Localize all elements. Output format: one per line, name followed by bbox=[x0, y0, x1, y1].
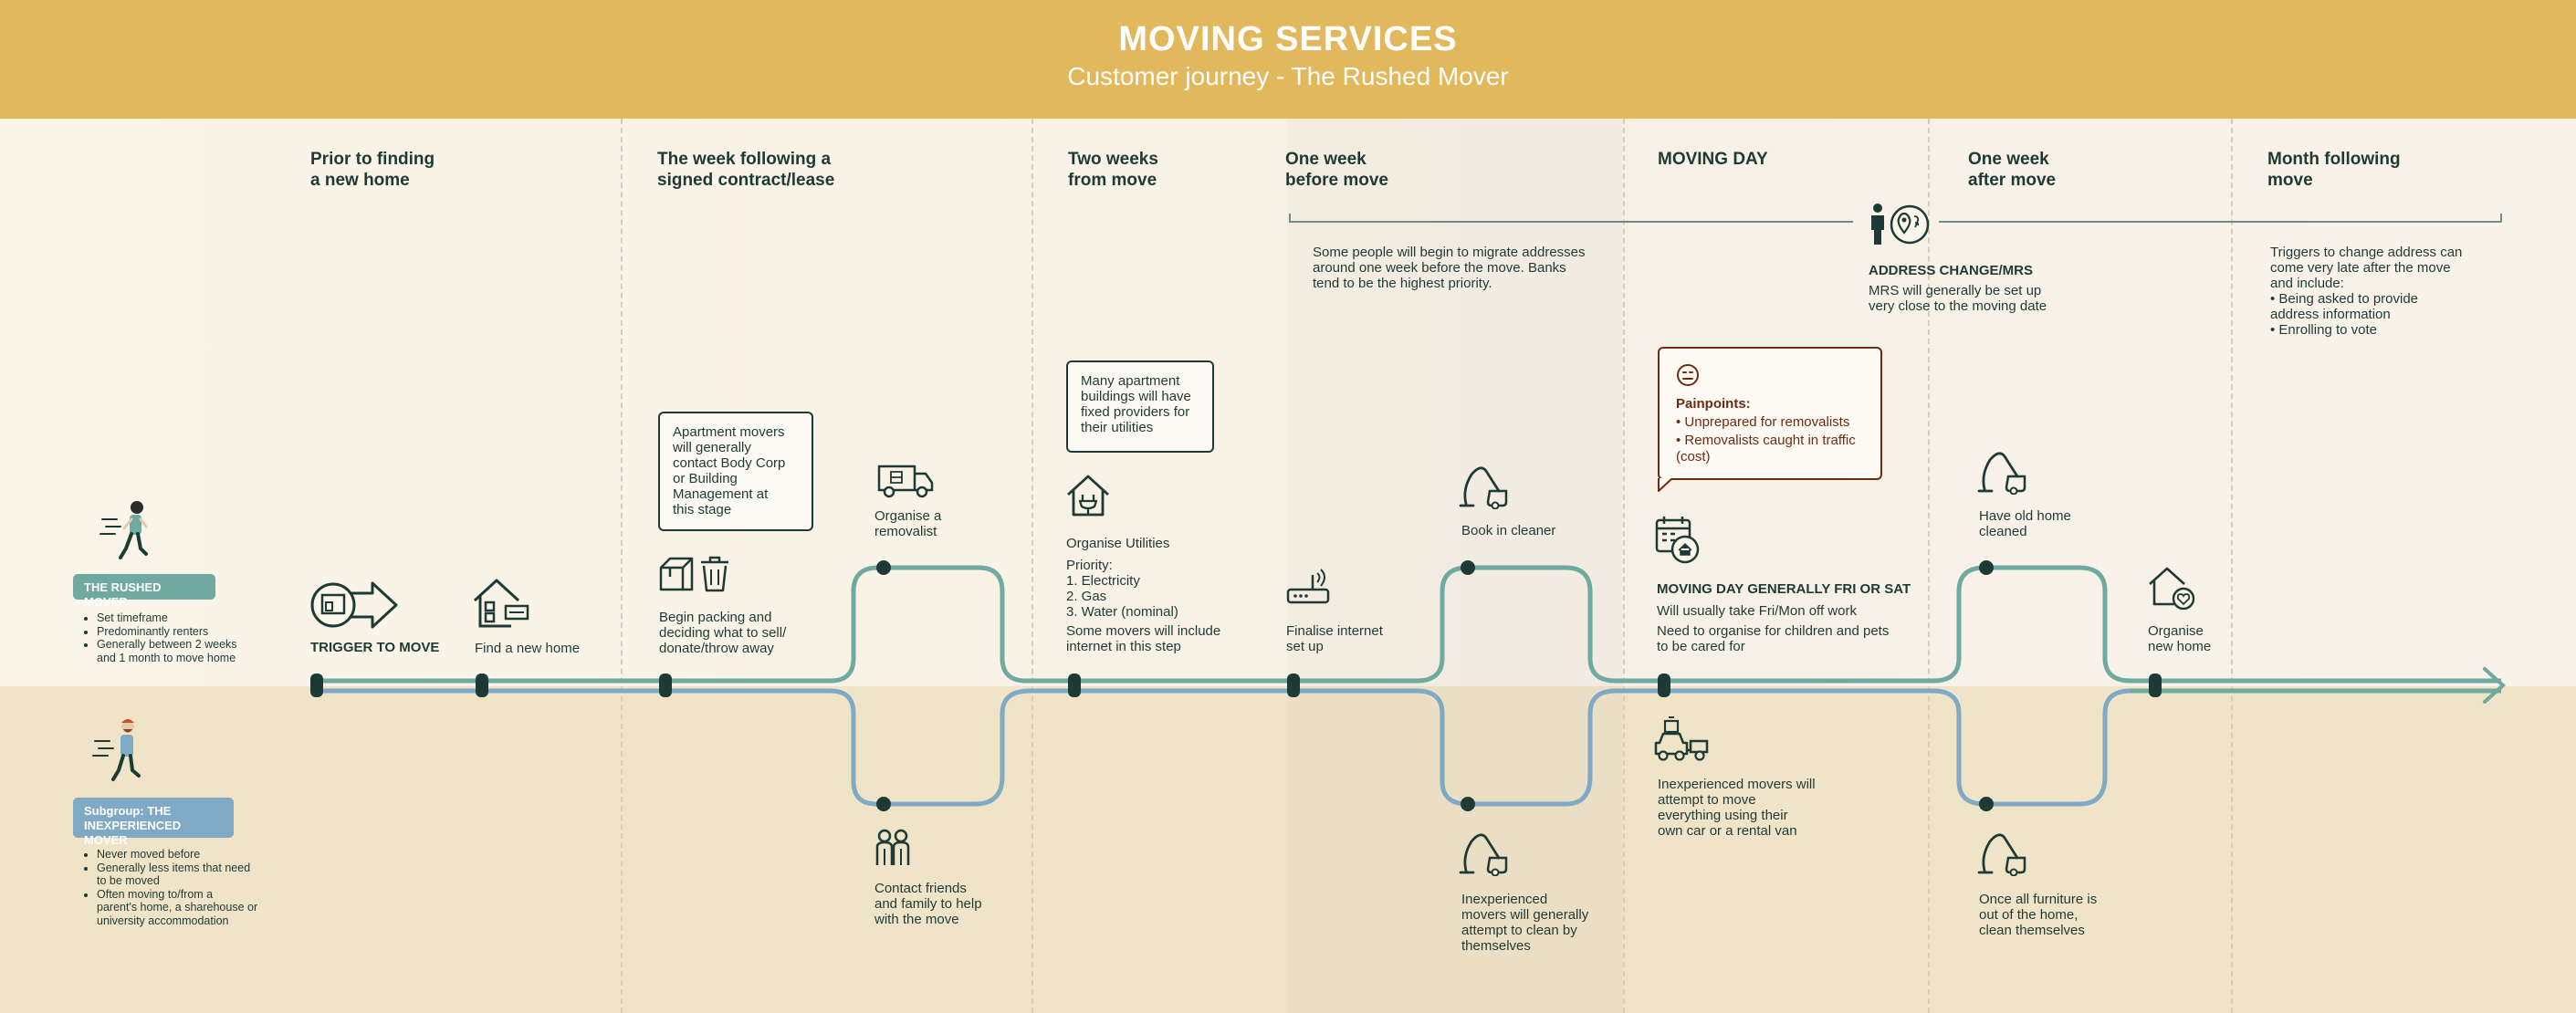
journey-node bbox=[876, 560, 891, 575]
list-item: Generally between 2 weeks and 1 month to… bbox=[97, 638, 298, 664]
stage-divider bbox=[1031, 119, 1033, 1013]
journey-node bbox=[2149, 674, 2162, 697]
step-trigger-label: TRIGGER TO MOVE bbox=[310, 640, 440, 655]
box-bin-icon bbox=[659, 556, 728, 592]
journey-node bbox=[876, 797, 891, 811]
page-subtitle: Customer journey - The Rushed Mover bbox=[1067, 62, 1509, 90]
note-apartment-utilities: Many apartment buildings will have fixed… bbox=[1066, 360, 1214, 453]
painpoints-title: Painpoints: bbox=[1676, 396, 1751, 412]
list-item: Generally less items that need to be mov… bbox=[97, 862, 316, 888]
journey-node bbox=[1979, 560, 1994, 575]
persona-badge-inexperienced-mover: Subgroup: THE INEXPERIENCED MOVER bbox=[73, 798, 234, 847]
stage-divider bbox=[1623, 119, 1625, 1013]
calendar-home-icon bbox=[1655, 517, 1700, 564]
vacuum-icon bbox=[1977, 833, 2026, 876]
step-clean-themselves-label: Once all furniture is out of the home, c… bbox=[1979, 892, 2098, 938]
house-for-sale-icon bbox=[473, 579, 529, 628]
list-item: Never moved before bbox=[97, 848, 316, 862]
journey-node bbox=[476, 674, 488, 697]
journey-node bbox=[310, 674, 323, 697]
step-moving-day-title: MOVING DAY GENERALLY FRI OR SAT bbox=[1657, 581, 1911, 597]
step-begin-packing-label: Begin packing and deciding what to sell/… bbox=[659, 610, 787, 656]
stage-divider bbox=[621, 119, 623, 1013]
journey-node bbox=[1287, 674, 1300, 697]
list-item: Set timeframe bbox=[97, 611, 298, 625]
step-finalise-internet-label: Finalise internet set up bbox=[1286, 623, 1383, 654]
journey-node bbox=[1461, 560, 1475, 575]
friends-icon bbox=[875, 829, 910, 865]
stage-heading: Two weeks from move bbox=[1068, 150, 1158, 190]
vacuum-icon bbox=[1459, 466, 1508, 509]
step-moving-day-line1: Will usually take Fri/Mon off work bbox=[1657, 603, 1857, 619]
journey-node bbox=[659, 674, 672, 697]
step-organise-utilities-title: Organise Utilities bbox=[1066, 536, 1170, 551]
stage-divider bbox=[2231, 119, 2233, 1013]
subgroup-flow-line bbox=[315, 688, 2145, 807]
removal-truck-icon bbox=[877, 465, 934, 498]
step-organise-removalist-label: Organise a removalist bbox=[874, 508, 942, 539]
stage-heading: Month following move bbox=[2267, 150, 2401, 190]
stage-heading: One week before move bbox=[1285, 150, 1388, 190]
journey-node bbox=[1068, 674, 1081, 697]
vacuum-icon bbox=[1977, 452, 2026, 495]
note-address-change-title: ADDRESS CHANGE/MRS bbox=[1869, 263, 2034, 278]
stage-divider bbox=[1928, 119, 1930, 1013]
journey-node bbox=[1979, 797, 1994, 811]
step-organise-utilities-note: Some movers will include internet in thi… bbox=[1066, 623, 1221, 654]
painpoint-item: • Unprepared for removalists bbox=[1676, 414, 1850, 430]
house-plug-icon bbox=[1067, 475, 1109, 517]
list-item: Predominantly renters bbox=[97, 625, 298, 639]
step-organise-new-home-label: Organise new home bbox=[2148, 623, 2212, 654]
persona-badge-rushed-mover: THE RUSHED MOVER bbox=[73, 574, 215, 609]
note-address-change-body: MRS will generally be set up very close … bbox=[1869, 283, 2047, 314]
step-contact-friends-label: Contact friends and family to help with … bbox=[874, 881, 982, 927]
person-location-icon bbox=[1871, 204, 1930, 245]
stage-heading: MOVING DAY bbox=[1658, 150, 1768, 169]
header-banner: MOVING SERVICES Customer journey - The R… bbox=[0, 0, 2576, 119]
painpoints-box: Painpoints: • Unprepared for removalists… bbox=[1658, 347, 1882, 480]
painpoints-tail bbox=[1658, 478, 1673, 492]
running-person-bearded-icon bbox=[92, 719, 141, 781]
router-icon bbox=[1286, 569, 1330, 604]
home-heart-icon bbox=[2149, 567, 2195, 611]
painpoint-item: • Removalists caught in traffic (cost) bbox=[1676, 433, 1856, 465]
list-item: Often moving to/from a parent's home, a … bbox=[97, 888, 316, 928]
persona-bullets: Never moved before Generally less items … bbox=[75, 848, 316, 927]
step-organise-utilities-body: Priority: 1. Electricity 2. Gas 3. Water… bbox=[1066, 558, 1178, 620]
primary-flow-line bbox=[315, 565, 2501, 684]
step-find-home-label: Find a new home bbox=[475, 641, 581, 656]
car-trailer-icon bbox=[1654, 716, 1709, 761]
step-book-cleaner-label: Book in cleaner bbox=[1461, 523, 1556, 538]
vacuum-icon bbox=[1459, 833, 1508, 876]
note-month-following: Triggers to change address can come very… bbox=[2270, 245, 2463, 338]
step-inexperienced-clean-label: Inexperienced movers will generally atte… bbox=[1461, 892, 1589, 954]
note-migrate-addresses: Some people will begin to migrate addres… bbox=[1313, 245, 1586, 291]
stage-heading: Prior to finding a new home bbox=[310, 150, 435, 190]
running-person-icon bbox=[99, 501, 148, 559]
step-inexperienced-move-label: Inexperienced movers will attempt to mov… bbox=[1658, 777, 1816, 839]
neutral-face-icon bbox=[1677, 364, 1699, 386]
trigger-arrow-icon bbox=[310, 581, 398, 629]
journey-arrowhead bbox=[2483, 667, 2506, 704]
address-change-bracket bbox=[1289, 214, 2502, 223]
step-moving-day-line2: Need to organise for children and pets t… bbox=[1657, 623, 1890, 654]
step-old-home-cleaned-label: Have old home cleaned bbox=[1979, 508, 2071, 539]
stage-heading: One week after move bbox=[1968, 150, 2057, 190]
persona-bullets: Set timeframe Predominantly renters Gene… bbox=[75, 611, 298, 664]
note-apartment-movers: Apartment movers will generally contact … bbox=[658, 412, 813, 531]
page-title: MOVING SERVICES bbox=[1118, 20, 1458, 58]
journey-node bbox=[1658, 674, 1670, 697]
journey-node bbox=[1461, 797, 1475, 811]
stage-heading: The week following a signed contract/lea… bbox=[657, 150, 835, 190]
lower-band bbox=[0, 686, 2576, 1013]
